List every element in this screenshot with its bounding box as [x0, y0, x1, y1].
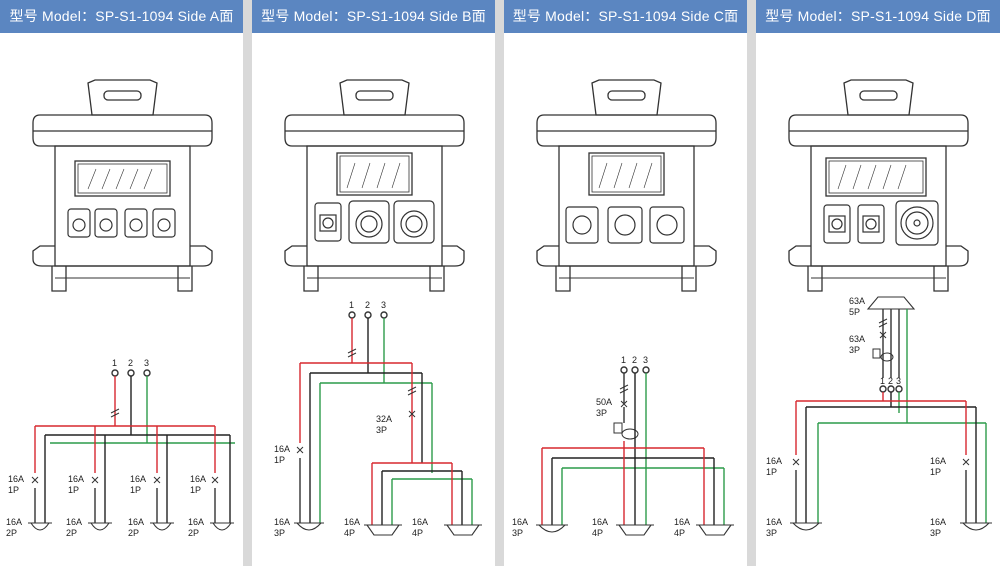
breaker-rating: 16A [68, 474, 84, 484]
output-poles: 3P [930, 528, 941, 538]
breaker-rating: 16A [8, 474, 24, 484]
breaker-poles: 1P [930, 467, 941, 477]
breaker-rating: 16A [190, 474, 206, 484]
output-rating: 16A [188, 517, 204, 527]
panel-title: 型号 Model：SP-S1-1094 Side A面 [0, 0, 243, 33]
terminal-2-label: 2 [632, 355, 637, 365]
socket-row [67, 208, 176, 238]
panel-title: 型号 Model：SP-S1-1094 Side C面 [504, 0, 747, 33]
output-poles: 3P [766, 528, 777, 538]
terminal-1-label: 1 [112, 358, 117, 368]
socket-row [823, 200, 939, 246]
output-poles: 3P [274, 528, 285, 538]
breaker-poles: 1P [274, 455, 285, 465]
output-rating: 16A [274, 517, 290, 527]
output-rating: 16A [930, 517, 946, 527]
panel-c-drawing: 1 2 3 50A 3P 16A 3P 16A 4P 16A 4P [512, 79, 734, 538]
breaker-rating: 16A [130, 474, 146, 484]
panel-title: 型号 Model：SP-S1-1094 Side D面 [756, 0, 1000, 33]
terminal-2-label: 2 [365, 300, 370, 310]
terminal-2-label: 2 [888, 376, 893, 386]
panel-side-d: 型号 Model：SP-S1-1094 Side D面 [756, 0, 1000, 566]
output-rating: 16A [128, 517, 144, 527]
output-poles: 2P [66, 528, 77, 538]
output-poles: 4P [674, 528, 685, 538]
terminal-2-label: 2 [128, 358, 133, 368]
breaker-poles: 1P [68, 485, 79, 495]
output-rating: 16A [6, 517, 22, 527]
panel-side-b: 型号 Model：SP-S1-1094 Side B面 [252, 0, 495, 566]
breaker-rating: 63A [849, 334, 865, 344]
wiring-diagram [790, 296, 992, 531]
terminal-3-label: 3 [381, 300, 386, 310]
breaker-poles: 1P [130, 485, 141, 495]
panel-side-a: 型号 Model：SP-S1-1094 Side A面 [0, 0, 243, 566]
distribution-box-drawing [536, 79, 717, 292]
breaker-poles: 3P [376, 425, 387, 435]
breaker-poles: 3P [849, 345, 860, 355]
output-rating: 16A [344, 517, 360, 527]
distribution-box-drawing [32, 79, 213, 292]
panel-d-drawing: 1 2 3 63A 5P 63A 3P 16A 1P 16A 1P 16A 3P… [766, 79, 992, 538]
panel-divider [495, 0, 504, 566]
breaker-poles: 1P [766, 467, 777, 477]
breaker-rating: 16A [766, 456, 782, 466]
panel-divider [747, 0, 756, 566]
output-rating: 16A [674, 517, 690, 527]
terminal-1-label: 1 [880, 376, 885, 386]
wiring-diagram [294, 311, 482, 536]
socket-row [314, 200, 435, 244]
terminal-3-label: 3 [896, 376, 901, 386]
inlet-rating: 63A [849, 296, 865, 306]
output-rating: 16A [412, 517, 428, 527]
output-rating: 16A [66, 517, 82, 527]
output-rating: 16A [592, 517, 608, 527]
socket-row [565, 206, 685, 244]
inlet-poles: 5P [849, 307, 860, 317]
wiring-diagram [536, 366, 734, 536]
output-poles: 4P [412, 528, 423, 538]
output-poles: 3P [512, 528, 523, 538]
panel-b-drawing: 1 2 3 16A 1P 32A 3P 16A 3P 16A 4P 16A 4P [274, 79, 482, 538]
output-poles: 2P [6, 528, 17, 538]
breaker-rating: 50A [596, 397, 612, 407]
panel-divider [243, 0, 252, 566]
output-poles: 2P [128, 528, 139, 538]
distribution-box-drawing [788, 79, 969, 292]
panel-title: 型号 Model：SP-S1-1094 Side B面 [252, 0, 495, 33]
terminal-1-label: 1 [349, 300, 354, 310]
output-poles: 4P [344, 528, 355, 538]
terminal-1-label: 1 [621, 355, 626, 365]
breaker-rating: 16A [930, 456, 946, 466]
output-rating: 16A [766, 517, 782, 527]
wiring-diagram [28, 369, 235, 531]
panel-side-c: 型号 Model：SP-S1-1094 Side C面 [504, 0, 747, 566]
distribution-box-drawing [284, 79, 465, 292]
breaker-rating: 32A [376, 414, 392, 424]
output-poles: 2P [188, 528, 199, 538]
panel-a-drawing: 1 2 3 16A 1P 16A 1P 16A 1P 16A 1P 16A 2P… [6, 79, 235, 538]
breaker-poles: 3P [596, 408, 607, 418]
terminal-3-label: 3 [643, 355, 648, 365]
breaker-poles: 1P [190, 485, 201, 495]
output-poles: 4P [592, 528, 603, 538]
output-rating: 16A [512, 517, 528, 527]
terminal-3-label: 3 [144, 358, 149, 368]
breaker-rating: 16A [274, 444, 290, 454]
breaker-poles: 1P [8, 485, 19, 495]
